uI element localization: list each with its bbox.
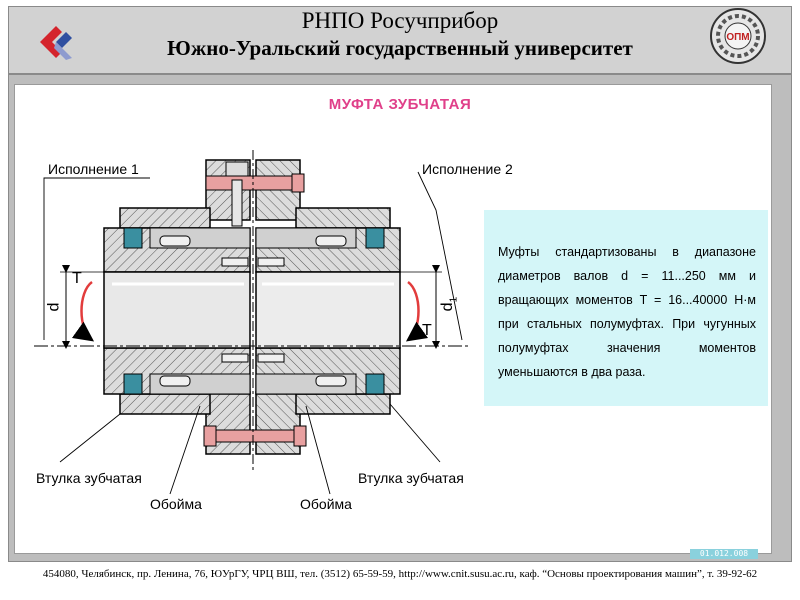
leader-lines [43, 171, 463, 495]
torque-arrow-left-icon [71, 280, 95, 342]
slide-title: МУФТА ЗУБЧАТАЯ [328, 96, 472, 113]
info-text: Муфты стандартизованы в диапазоне диамет… [498, 245, 756, 379]
diameter-right-label: d1 [439, 297, 459, 311]
footer-contacts: 454080, Челябинск, пр. Ленина, 76, ЮУрГУ… [42, 568, 758, 580]
variant2-label: Исполнение 2 [422, 161, 513, 177]
gear-teeth [159, 235, 347, 387]
header-org: РНПО Росучприбор [301, 8, 499, 33]
cage-right [255, 159, 391, 455]
sleeve-left-label: Втулка зубчатая [36, 470, 142, 486]
header-university: Южно-Уральский государственный университ… [167, 36, 633, 60]
rnpo-logo-icon [40, 26, 72, 60]
bore-right [255, 271, 401, 349]
torque-right-label: T [422, 322, 432, 339]
variant1-label: Исполнение 1 [48, 161, 139, 177]
sleeve-right-label: Втулка зубчатая [358, 470, 464, 486]
diameter-right-symbol: d [439, 302, 457, 312]
seal-rings [123, 227, 385, 395]
emblem-text: ОПМ [726, 32, 749, 43]
torque-arrow-right-icon [405, 280, 429, 342]
slide-code: 01.012.008 [690, 549, 758, 559]
diameter-left-label: d [45, 302, 63, 312]
torque-left-label: T [72, 270, 82, 287]
bolt-bottom [203, 425, 307, 447]
cage-right-label: Обойма [300, 496, 352, 512]
header-bar [8, 6, 792, 74]
cage-left-label: Обойма [150, 496, 202, 512]
department-emblem-icon: ОПМ [710, 8, 766, 64]
diameter-right-subscript: 1 [448, 296, 460, 303]
info-box: Муфты стандартизованы в диапазоне диамет… [484, 210, 768, 406]
